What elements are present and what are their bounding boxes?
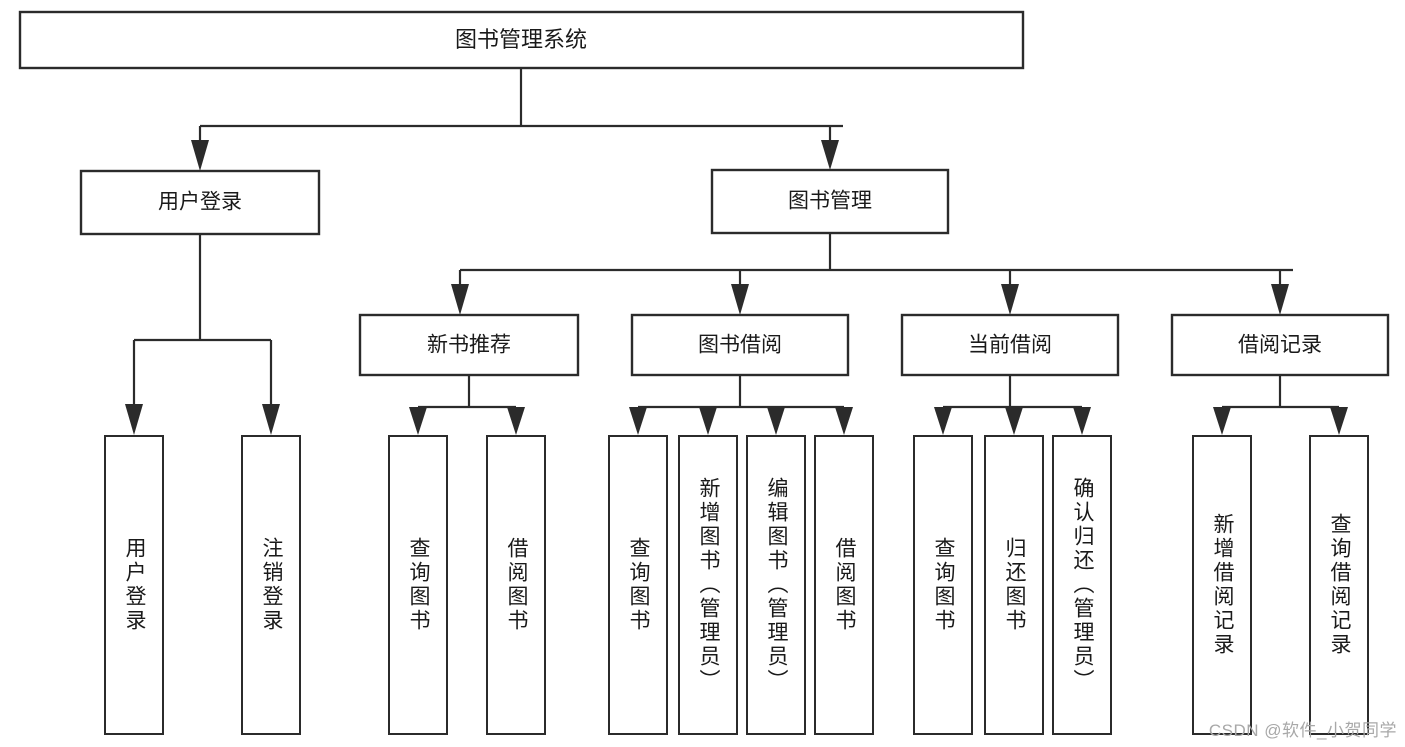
arrowhead-leaf-query-book-1	[409, 407, 427, 435]
node-book-management[interactable]: 图书管理	[710, 168, 950, 235]
borrow-record-label: 借阅记录	[1238, 334, 1322, 357]
leaf-label: 编辑图书（管理员）	[765, 477, 789, 693]
leaf-label: 借阅图书	[505, 537, 529, 633]
leaf-label: 归还图书	[1003, 537, 1027, 633]
arrowhead-leaf-user-login	[125, 404, 143, 435]
book-management-label: 图书管理	[788, 190, 872, 213]
node-root[interactable]: 图书管理系统	[18, 10, 1025, 70]
arrowhead-leaf-borrow-book-1	[507, 407, 525, 435]
arrowhead-leaf-logout	[262, 404, 280, 435]
leaf-user-login[interactable]: 用户登录	[104, 435, 164, 735]
leaf-label: 借阅图书	[833, 537, 857, 633]
leaf-add-book-admin[interactable]: 新增图书（管理员）	[678, 435, 738, 735]
arrowhead-leaf-edit-book	[767, 407, 785, 435]
leaf-label: 新增图书（管理员）	[697, 477, 721, 693]
leaf-confirm-return-admin[interactable]: 确认归还（管理员）	[1052, 435, 1112, 735]
borrow-record-box[interactable]	[1170, 313, 1390, 377]
arrowhead-leaf-query-book-3	[934, 407, 952, 435]
leaf-logout[interactable]: 注销登录	[241, 435, 301, 735]
leaf-edit-book-admin[interactable]: 编辑图书（管理员）	[746, 435, 806, 735]
user-login-label: 用户登录	[158, 191, 242, 214]
node-book-borrow[interactable]: 图书借阅	[630, 313, 850, 377]
edges-root-to-level2	[191, 68, 843, 171]
arrowhead-to-current-borrow	[1001, 284, 1019, 315]
node-new-book-recommend[interactable]: 新书推荐	[358, 313, 580, 377]
node-current-borrow[interactable]: 当前借阅	[900, 313, 1120, 377]
arrowhead-leaf-add-record	[1213, 407, 1231, 435]
leaf-borrow-book[interactable]: 借阅图书	[814, 435, 874, 735]
arrowhead-leaf-query-book-2	[629, 407, 647, 435]
leaf-query-book-current[interactable]: 查询图书	[913, 435, 973, 735]
new-book-recommend-box[interactable]	[358, 313, 580, 377]
edges-bookborrow-to-leaves	[629, 375, 853, 435]
arrowhead-leaf-add-book	[699, 407, 717, 435]
leaf-label: 查询借阅记录	[1328, 513, 1352, 657]
leaf-label: 注销登录	[260, 537, 284, 633]
root-label: 图书管理系统	[455, 27, 587, 52]
arrowhead-to-borrow-record	[1271, 284, 1289, 315]
arrowhead-leaf-return-book	[1005, 407, 1023, 435]
arrowhead-to-book-borrow	[731, 284, 749, 315]
leaf-query-book-borrow[interactable]: 查询图书	[608, 435, 668, 735]
current-borrow-label: 当前借阅	[968, 334, 1052, 357]
node-user-login[interactable]: 用户登录	[79, 169, 321, 236]
edges-currentborrow-to-leaves	[934, 375, 1091, 435]
book-borrow-label: 图书借阅	[698, 334, 782, 357]
leaf-borrow-book-newbook[interactable]: 借阅图书	[486, 435, 546, 735]
arrowhead-leaf-confirm-return	[1073, 407, 1091, 435]
leaf-query-borrow-record[interactable]: 查询借阅记录	[1309, 435, 1369, 735]
arrowhead-to-book-manage	[821, 140, 839, 170]
edges-newbook-to-leaves	[409, 375, 525, 435]
leaf-label: 查询图书	[407, 537, 431, 633]
leaf-label: 新增借阅记录	[1211, 513, 1235, 657]
book-management-box[interactable]	[710, 168, 950, 235]
leaf-label: 查询图书	[627, 537, 651, 633]
edges-userlogin-to-leaves	[125, 234, 280, 435]
root-box[interactable]	[18, 10, 1025, 70]
node-borrow-record[interactable]: 借阅记录	[1170, 313, 1390, 377]
arrowhead-to-new-book-rec	[451, 284, 469, 315]
arrowhead-leaf-query-record	[1330, 407, 1348, 435]
leaf-return-book[interactable]: 归还图书	[984, 435, 1044, 735]
new-book-recommend-label: 新书推荐	[427, 334, 511, 357]
edges-bookmanage-to-level3	[451, 233, 1293, 315]
leaf-label: 用户登录	[123, 537, 147, 633]
edges-borrowrecord-to-leaves	[1213, 375, 1348, 435]
arrowhead-leaf-borrow-book-2	[835, 407, 853, 435]
book-borrow-box[interactable]	[630, 313, 850, 377]
leaf-label: 查询图书	[932, 537, 956, 633]
leaf-query-book-newbook[interactable]: 查询图书	[388, 435, 448, 735]
arrowhead-to-user-login	[191, 140, 209, 171]
leaf-label: 确认归还（管理员）	[1071, 477, 1095, 693]
leaf-add-borrow-record[interactable]: 新增借阅记录	[1192, 435, 1252, 735]
